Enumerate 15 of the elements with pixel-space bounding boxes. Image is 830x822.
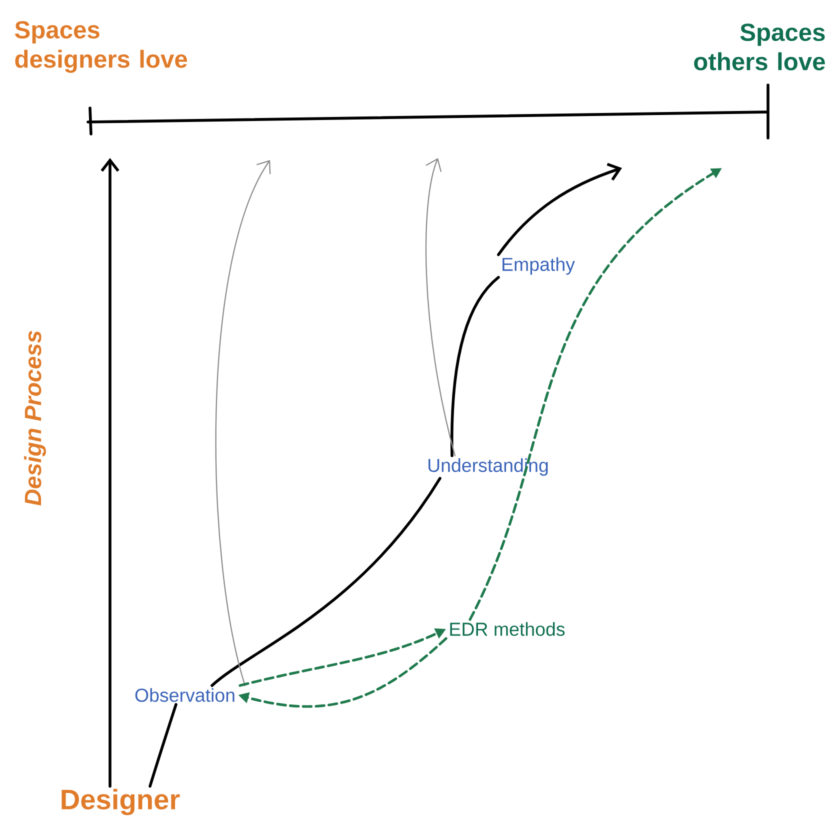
curve-line (148, 703, 178, 788)
axis-title: Design Process (24, 330, 46, 506)
scale-end-label: Spaces others love (694, 24, 825, 70)
arrow (497, 162, 622, 256)
method-label: EDR methods (450, 622, 565, 636)
arrow (425, 158, 456, 456)
scale-end-label: Spaces designers love (14, 21, 188, 73)
arrow (100, 158, 120, 788)
stage-label: Empathy (502, 257, 575, 275)
stage-label: Understanding (428, 458, 548, 476)
designer-label: Designer (62, 788, 180, 816)
arrow (215, 160, 271, 686)
curve-line (450, 276, 500, 458)
curve-line (210, 476, 442, 687)
stage-label: Observation (135, 688, 234, 702)
